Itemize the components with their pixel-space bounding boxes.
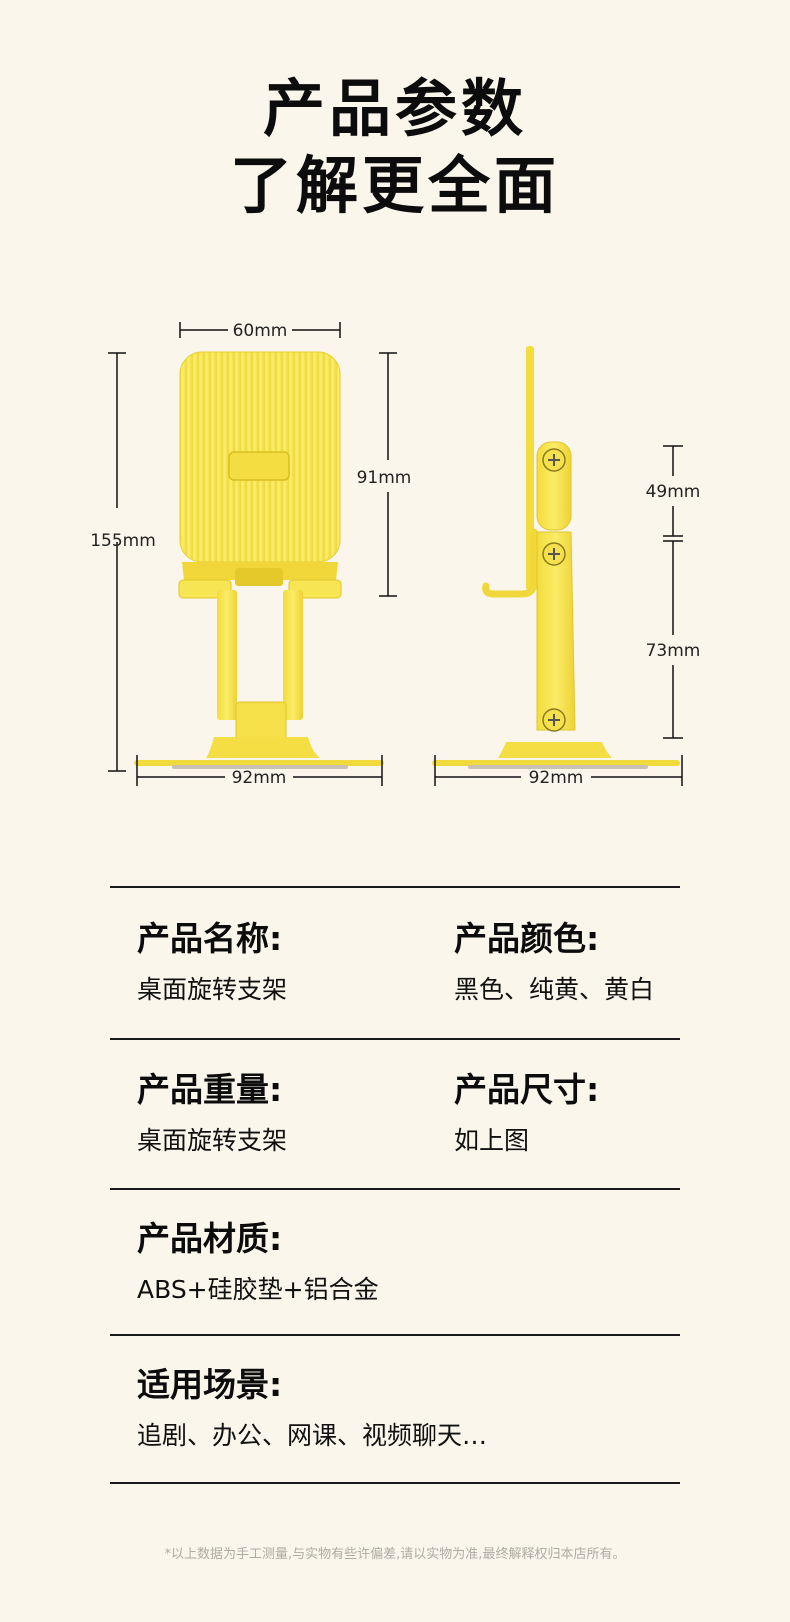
spec-product-size: 产品尺寸: 如上图	[454, 1073, 599, 1153]
disclaimer-note: *以上数据为手工测量,与实物有些许偏差,请以实物为准,最终解释权归本店所有。	[164, 1547, 626, 1562]
page-title-line-1: 产品参数	[262, 72, 527, 145]
spec-value: ABS+硅胶垫+铝合金	[137, 1275, 379, 1304]
divider	[110, 886, 680, 888]
front-view: 60mm 155mm 91mm	[90, 321, 411, 788]
spec-value: 如上图	[454, 1126, 530, 1155]
screw-icon	[542, 708, 566, 732]
side-base-width-dimension: 92mm	[434, 755, 683, 788]
screw-icon	[542, 448, 566, 472]
front-total-height-label: 155mm	[90, 531, 156, 551]
front-total-height-dimension: 155mm	[90, 352, 156, 772]
front-width-dimension: 60mm	[179, 321, 341, 341]
spec-product-name: 产品名称: 桌面旋转支架	[137, 922, 287, 1002]
spec-value: 桌面旋转支架	[137, 975, 288, 1004]
spec-product-color: 产品颜色: 黑色、纯黄、黄白	[454, 922, 654, 1002]
product-dimension-diagram: 60mm 155mm 91mm	[90, 321, 700, 788]
screw-icon	[542, 542, 566, 566]
front-base-width-label: 92mm	[232, 768, 287, 788]
side-upper-dimension: 49mm	[646, 445, 701, 537]
side-view: 49mm 73mm 92mm	[432, 346, 700, 788]
spec-value: 桌面旋转支架	[137, 1126, 288, 1155]
spec-value: 黑色、纯黄、黄白	[454, 975, 655, 1004]
stand-front-illustration	[134, 351, 384, 769]
spec-value: 追剧、办公、网课、视频聊天…	[137, 1421, 488, 1450]
spec-label: 产品名称:	[137, 919, 283, 958]
divider	[110, 1334, 680, 1336]
divider	[110, 1482, 680, 1484]
divider	[110, 1038, 680, 1040]
spec-usage-scenarios: 适用场景: 追剧、办公、网课、视频聊天…	[137, 1368, 487, 1448]
spec-label: 产品重量:	[137, 1070, 283, 1109]
side-upper-label: 49mm	[646, 482, 701, 502]
front-holder-height-dimension: 91mm	[357, 352, 412, 597]
side-base-width-label: 92mm	[529, 768, 584, 788]
spec-label: 产品颜色:	[454, 919, 600, 958]
spec-product-weight: 产品重量: 桌面旋转支架	[137, 1073, 287, 1153]
front-holder-height-label: 91mm	[357, 468, 412, 488]
side-lower-label: 73mm	[646, 641, 701, 661]
spec-label: 产品尺寸:	[454, 1070, 600, 1109]
side-lower-dimension: 73mm	[646, 540, 701, 739]
front-base-width-dimension: 92mm	[136, 755, 383, 788]
divider	[110, 1188, 680, 1190]
spec-label: 适用场景:	[137, 1365, 283, 1404]
stand-side-illustration	[432, 346, 680, 769]
spec-label: 产品材质:	[137, 1219, 283, 1258]
spec-product-material: 产品材质: ABS+硅胶垫+铝合金	[137, 1222, 379, 1302]
front-width-label: 60mm	[233, 321, 288, 341]
page-title-line-2: 了解更全面	[229, 149, 560, 222]
